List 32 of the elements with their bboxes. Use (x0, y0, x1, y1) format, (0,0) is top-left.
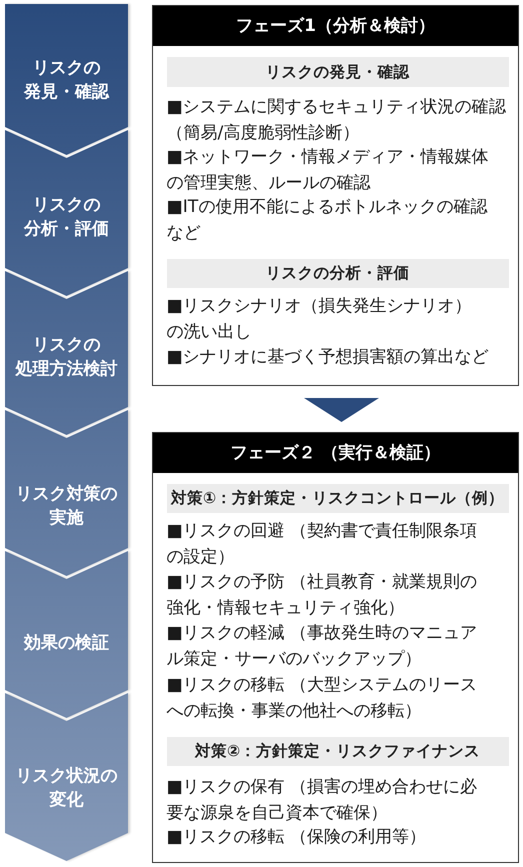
bullet-item: ■リスクの移転 （大型システムのリースへの転換・事業の他社への移転） (166, 674, 478, 722)
bullet-item: ■システムに関するセキュリティ状況の確認（簡易/高度脆弱性診断） (166, 96, 507, 144)
chevron-step (5, 4, 128, 155)
bullet-item: ■リスクの移転 （保険の利用等） (166, 826, 428, 849)
bullet-item: ■ネットワーク・情報メディア・情報媒体の管理実態、ルールの確認 (166, 146, 490, 194)
step-label: リスク対策の実施 (14, 483, 118, 530)
bullet-item: ■リスクの軽減 （事故発生時のマニュアル策定・サーバのバックアップ） (166, 622, 478, 670)
arrow (304, 398, 379, 422)
step-label: リスクの処理方法検討 (14, 334, 118, 381)
bullet-item: ■リスクの回避 （契約書で責任制限条項の設定） (166, 520, 478, 568)
bullet-item: ■リスクの予防 （社員教育・就業規則の強化・情報セキュリティ強化） (166, 571, 478, 620)
bullet-item: ■リスクの保有 （損害の埋め合わせに必要な源泉を自己資本で確保） (166, 776, 478, 824)
section-heading: 対策②：方針策定・リスクファイナンス (166, 736, 508, 766)
chevron-step (5, 410, 128, 576)
section-heading: リスクの発見・確認 (166, 56, 508, 86)
phase-panel (152, 5, 519, 386)
panel-header: フェーズ２ （実行＆検証） (153, 433, 518, 473)
chevron-step (5, 551, 128, 718)
bullet-item: ■シナリオに基づく予想損害額の算出など (166, 346, 490, 369)
section-heading: 対策①：方針策定・リスクコントロール（例） (166, 484, 508, 512)
step-label: 効果の検証 (22, 632, 110, 655)
phase-panel (152, 432, 519, 863)
step-label: リスク状況の変化 (14, 765, 118, 812)
chevron-step (5, 130, 128, 296)
bullet-item: ■ITの使用不能によるボトルネックの確認など (166, 196, 488, 244)
bullet-item: ■リスクシナリオ（損失発生シナリオ）の洗い出し (166, 295, 473, 344)
section-heading: リスクの分析・評価 (166, 258, 508, 288)
chevron-step (5, 693, 128, 861)
panel-header: フェーズ1（分析＆検討） (153, 6, 518, 46)
step-label: リスクの分析・評価 (22, 194, 110, 241)
chevron-step (5, 271, 128, 435)
step-label: リスクの発見・確認 (22, 57, 110, 104)
